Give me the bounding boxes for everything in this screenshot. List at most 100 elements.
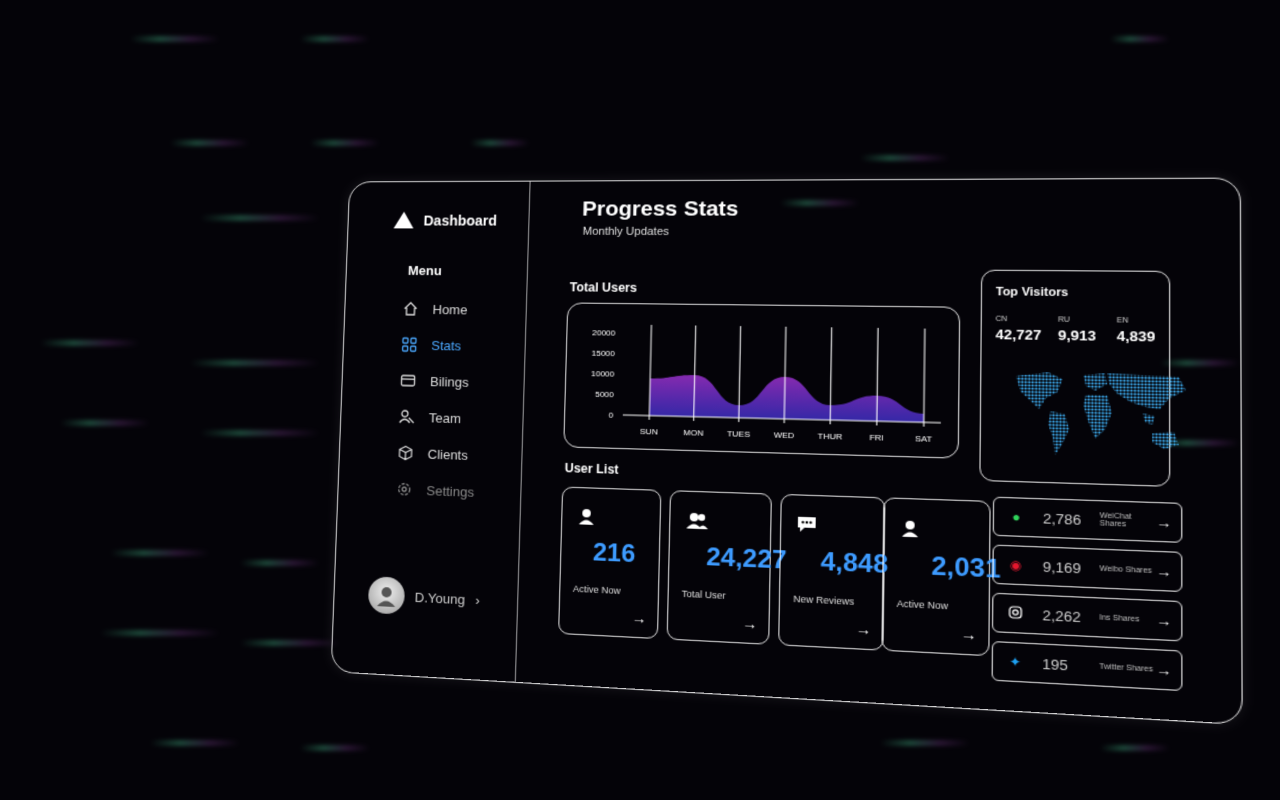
sidebar-item-stats[interactable]: Stats	[401, 327, 480, 364]
dashboard-panel: Dashboard Menu Home Stats Bilings Team	[330, 177, 1243, 726]
stat-card-active-now-2[interactable]: 2,031 Active Now →	[881, 497, 1001, 657]
twitter-icon: ✦	[1009, 653, 1022, 671]
visitor-stat: EN 4,839	[1117, 317, 1156, 345]
x-tick-label: FRI	[869, 433, 884, 443]
gear-icon	[396, 481, 413, 498]
arrow-right-icon[interactable]: →	[960, 625, 977, 644]
card-icon	[400, 372, 417, 388]
series-area	[649, 374, 925, 423]
stat-label: Active Now	[572, 583, 621, 597]
visitor-code: RU	[1058, 316, 1070, 325]
arrow-right-icon[interactable]: →	[855, 620, 872, 639]
total-users-label: Total Users	[569, 280, 638, 296]
brand-label: Dashboard	[423, 212, 498, 229]
sidebar-item-label: Team	[428, 409, 462, 426]
user-icon	[900, 518, 921, 538]
arrow-right-icon[interactable]: →	[631, 609, 647, 627]
page-subtitle: Monthly Updates	[582, 225, 670, 239]
x-tick-label: SAT	[915, 434, 932, 444]
stat-card-total-user[interactable]: 24,227 Total User →	[666, 490, 787, 645]
stat-label: Total User	[681, 588, 726, 602]
sidebar-nav: Home Stats Bilings Team Clients Settings	[396, 291, 481, 510]
share-row-instagram[interactable]: 2,262 Ins Shares →	[991, 592, 1183, 642]
top-visitors-label: Top Visitors	[995, 285, 1069, 300]
share-label: Ins Shares	[1099, 613, 1140, 624]
world-map-icon	[1015, 371, 1186, 456]
visitor-code: CN	[995, 315, 1008, 324]
arrow-right-icon[interactable]: →	[1155, 611, 1172, 630]
stat-card-new-reviews[interactable]: 4,848 New Reviews →	[778, 493, 889, 651]
share-label: Weibo Shares	[1099, 564, 1152, 575]
y-tick-label: 10000	[591, 369, 615, 379]
grid-icon	[401, 336, 418, 352]
sidebar-item-label: Stats	[431, 337, 462, 353]
y-tick-label: 20000	[592, 328, 616, 338]
arrow-right-icon[interactable]: →	[1155, 513, 1172, 531]
user-name: D.Young	[414, 589, 466, 607]
stat-card-active-now[interactable]: 216 Active Now →	[558, 486, 662, 640]
stat-value: 2,031	[931, 551, 1001, 585]
logo-triangle-icon	[393, 211, 414, 229]
share-count: 195	[1042, 655, 1068, 674]
x-tick-label: MON	[683, 428, 704, 438]
user-list-label: User List	[564, 460, 619, 477]
share-count: 2,786	[1042, 509, 1082, 528]
visitor-value: 9,913	[1057, 327, 1097, 344]
user-profile[interactable]: D.Young ›	[367, 576, 481, 618]
share-row-weibo[interactable]: ◉ 9,169 Weibo Shares →	[992, 544, 1183, 593]
sidebar-item-clients[interactable]: Clients	[397, 435, 476, 474]
sidebar-item-settings[interactable]: Settings	[396, 471, 475, 510]
sidebar: Dashboard Menu Home Stats Bilings Team	[331, 181, 531, 682]
cube-icon	[397, 445, 414, 462]
sidebar-item-bilings[interactable]: Bilings	[399, 362, 478, 400]
y-tick-label: 0	[609, 410, 615, 420]
instagram-icon	[1005, 605, 1026, 622]
share-count: 2,262	[1042, 606, 1081, 625]
share-label: Twitter Shares	[1099, 662, 1154, 674]
share-row-twitter[interactable]: ✦ 195 Twitter Shares →	[991, 640, 1183, 692]
arrow-right-icon[interactable]: →	[1155, 660, 1172, 679]
x-tick-label: THUR	[818, 431, 843, 441]
sidebar-item-team[interactable]: Team	[398, 398, 477, 436]
sidebar-item-home[interactable]: Home	[402, 291, 480, 328]
users-icon	[685, 511, 709, 531]
sidebar-item-label: Home	[432, 301, 468, 317]
stat-value: 216	[592, 538, 636, 569]
brand[interactable]: Dashboard	[393, 211, 498, 229]
share-count: 9,169	[1042, 557, 1082, 577]
share-row-wechat[interactable]: ● 2,786 WeiChat Shares →	[992, 496, 1183, 543]
x-tick-label: WED	[774, 430, 795, 440]
chat-icon	[797, 515, 817, 535]
visitor-stat: CN 42,727	[995, 316, 1041, 343]
team-icon	[399, 408, 416, 424]
avatar	[367, 576, 406, 615]
y-tick-label: 5000	[595, 390, 615, 400]
visitor-value: 4,839	[1116, 327, 1156, 345]
stat-value: 4,848	[820, 547, 889, 580]
x-tick-label: TUES	[727, 429, 750, 439]
wechat-icon: ●	[1011, 509, 1021, 525]
home-icon	[402, 301, 418, 317]
visitor-stat: RU 9,913	[1058, 316, 1096, 344]
page-title: Progress Stats	[581, 197, 739, 221]
user-icon	[577, 507, 596, 526]
stat-label: New Reviews	[793, 593, 855, 608]
top-visitors-card: Top Visitors CN 42,727 RU 9,913 EN 4,839	[979, 269, 1186, 487]
stat-value: 24,227	[705, 542, 787, 575]
arrow-right-icon[interactable]: →	[741, 614, 758, 633]
stat-label: Active Now	[896, 598, 949, 612]
y-tick-label: 15000	[591, 348, 615, 358]
visitor-value: 42,727	[995, 326, 1042, 344]
share-label: WeiChat Shares	[1099, 512, 1132, 529]
day-gridline	[924, 329, 925, 427]
sidebar-item-label: Clients	[427, 446, 469, 463]
visitor-code: EN	[1116, 317, 1129, 325]
weibo-icon: ◉	[1009, 557, 1022, 574]
chevron-right-icon: ›	[474, 591, 480, 608]
arrow-right-icon[interactable]: →	[1155, 562, 1172, 580]
x-tick-label: SUN	[640, 427, 659, 437]
sidebar-item-label: Bilings	[429, 373, 470, 390]
sidebar-item-label: Settings	[426, 482, 475, 500]
